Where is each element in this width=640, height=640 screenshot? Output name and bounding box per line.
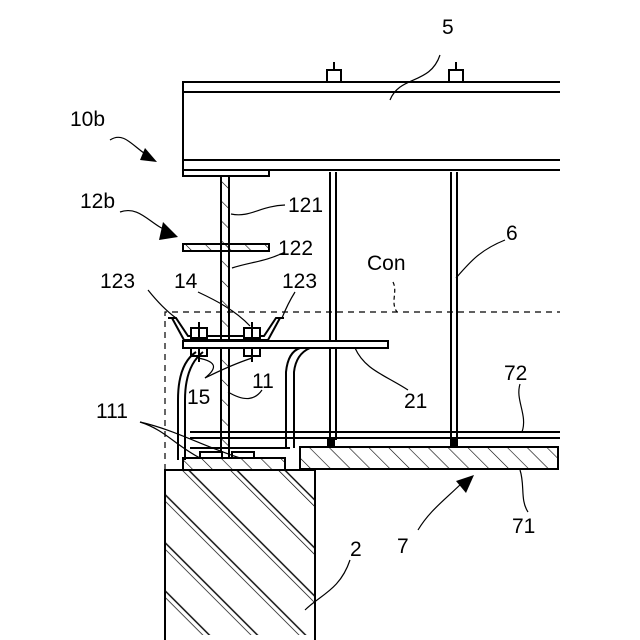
base-plate-21 xyxy=(183,341,388,348)
deck-slab-71 xyxy=(300,447,558,469)
label-12b: 12b xyxy=(80,190,115,213)
label-6: 6 xyxy=(506,222,518,245)
label-122: 122 xyxy=(278,237,313,260)
label-7: 7 xyxy=(397,535,409,558)
label-14: 14 xyxy=(174,270,198,293)
label-123-left: 123 xyxy=(100,270,135,293)
label-123-right: 123 xyxy=(282,270,317,293)
label-21: 21 xyxy=(404,390,427,413)
vertical-posts-6 xyxy=(330,172,457,440)
label-72: 72 xyxy=(504,362,527,385)
label-con: Con xyxy=(367,252,406,275)
support-wall-2 xyxy=(165,470,315,640)
label-15: 15 xyxy=(187,386,210,409)
label-10b: 10b xyxy=(70,108,105,131)
label-121: 121 xyxy=(288,194,323,217)
main-girder-5 xyxy=(183,62,560,176)
flange-plate-12b xyxy=(183,244,269,251)
label-111: 111 xyxy=(96,400,128,423)
label-11: 11 xyxy=(252,370,274,393)
steel-column-121 xyxy=(221,176,229,458)
label-71: 71 xyxy=(512,515,535,538)
rebar-layer-72 xyxy=(190,432,560,446)
label-5: 5 xyxy=(442,16,454,39)
label-2: 2 xyxy=(350,538,362,561)
